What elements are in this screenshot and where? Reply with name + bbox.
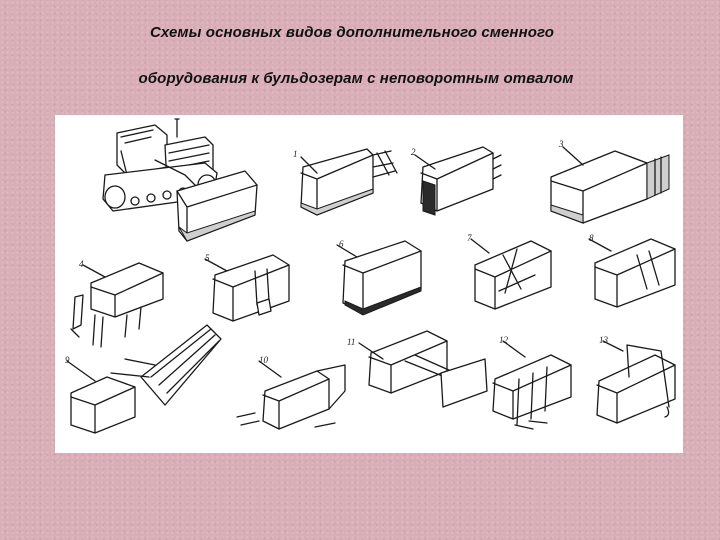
attachment-2: 2 (411, 146, 502, 216)
label-6: 6 (339, 239, 344, 249)
label-4: 4 (79, 259, 84, 269)
label-10: 10 (259, 355, 269, 365)
label-3: 3 (558, 139, 564, 149)
label-5: 5 (205, 253, 210, 263)
attachment-1: 1 (293, 148, 398, 216)
attachment-12: 12 (492, 335, 572, 430)
attachment-8: 8 (588, 233, 676, 308)
title-line-2: оборудования к бульдозерам с неповоротны… (138, 70, 574, 87)
attachment-5: 5 (204, 253, 290, 322)
attachment-3: 3 (550, 139, 670, 224)
label-13: 13 (599, 335, 609, 345)
label-1: 1 (293, 149, 298, 159)
attachment-6: 6 (336, 239, 422, 316)
label-2: 2 (411, 147, 416, 157)
attachment-13: 13 (596, 335, 676, 424)
diagram-panel: 1 2 3 4 5 (55, 115, 683, 453)
label-9: 9 (65, 355, 70, 365)
attachment-11: 11 (347, 330, 488, 408)
attachment-7: 7 (467, 233, 552, 310)
bulldozer-main (102, 118, 258, 242)
label-7: 7 (467, 233, 472, 243)
label-8: 8 (589, 233, 594, 243)
attachment-10: 10 (236, 355, 346, 430)
title-line-1: Схемы основных видов дополнительного сме… (149, 24, 555, 41)
bulldozer-equipment-diagram: 1 2 3 4 5 (65, 118, 676, 434)
attachment-9: 9 (65, 324, 222, 434)
label-11: 11 (347, 337, 355, 347)
attachment-4: 4 (70, 259, 164, 348)
label-12: 12 (499, 335, 509, 345)
